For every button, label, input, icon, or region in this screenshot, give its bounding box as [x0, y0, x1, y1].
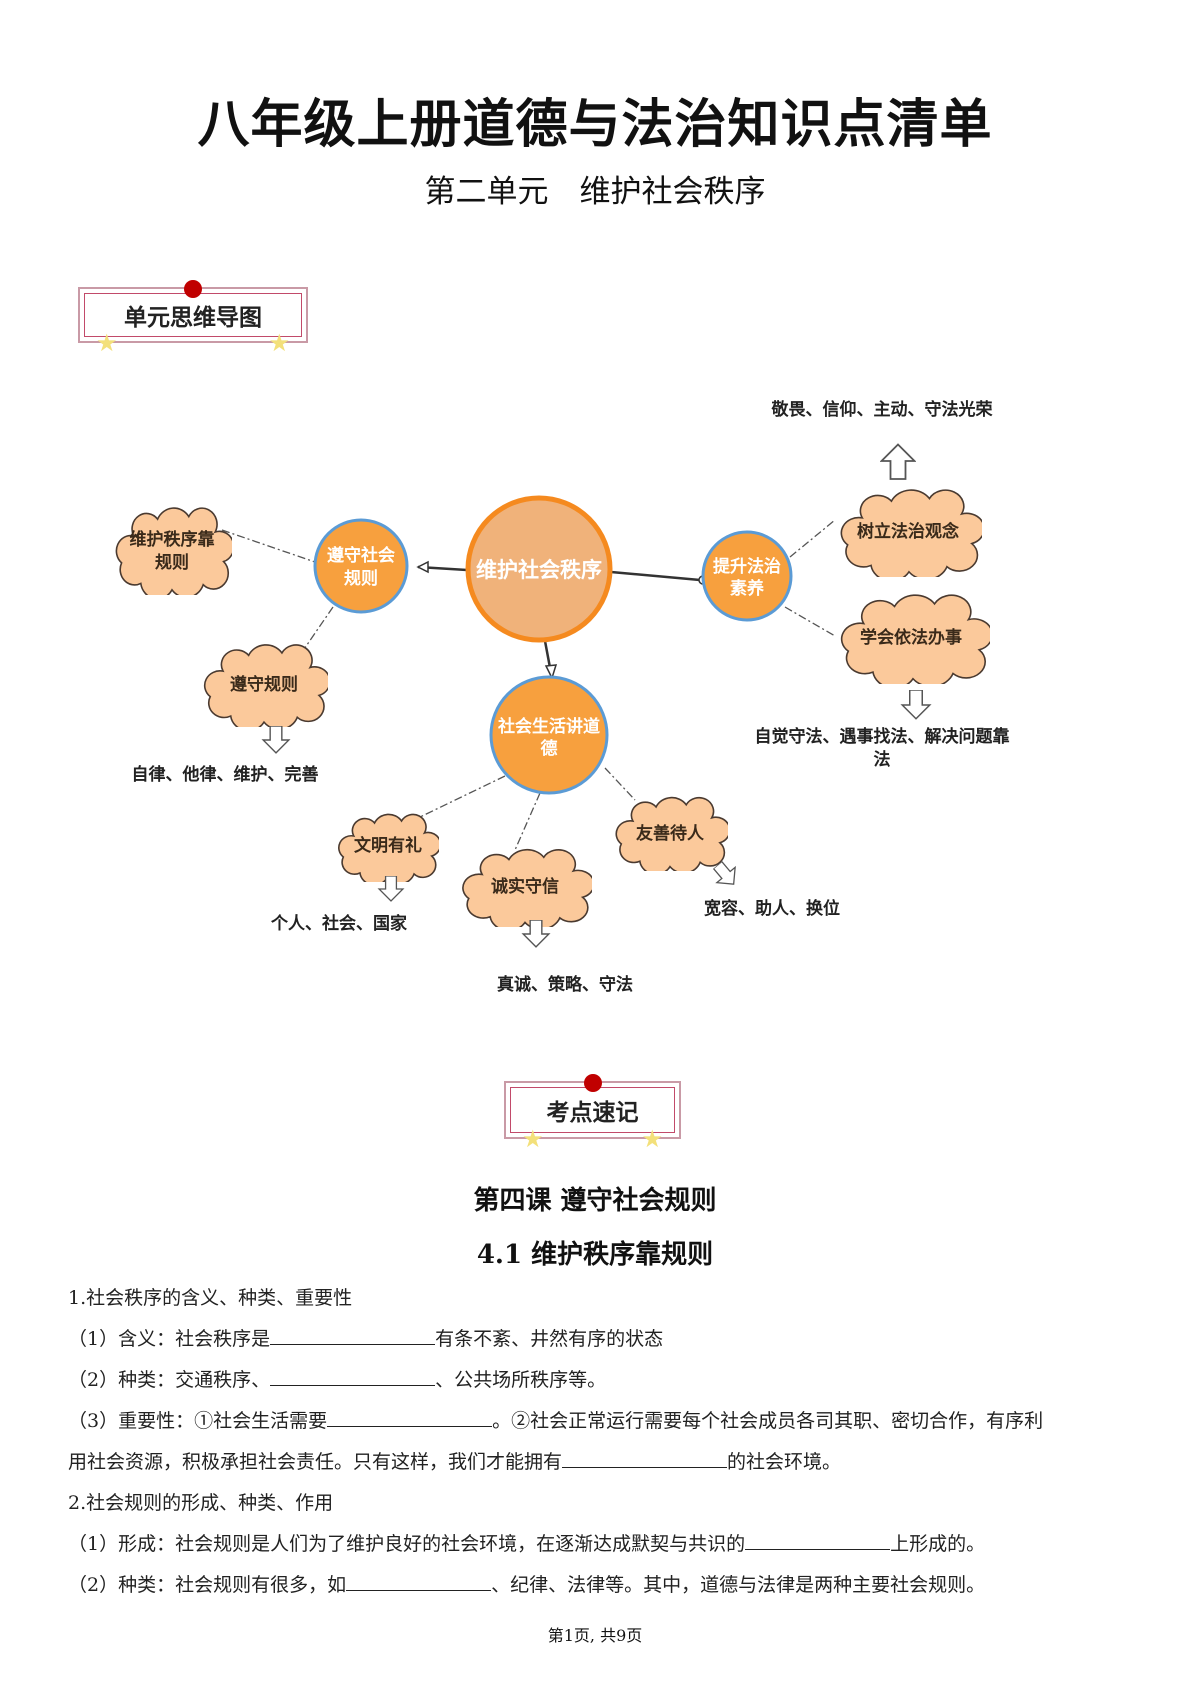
text: （1）含义：社会秩序是: [68, 1328, 271, 1350]
star-icon: ★: [641, 1125, 663, 1153]
cloud-label: 诚实守信: [491, 876, 559, 897]
text: 有条不紊、井然有序的状态: [435, 1328, 664, 1350]
result-text: 宽容、助人、换位: [704, 898, 840, 919]
result-text: 法: [874, 749, 891, 770]
cloud-label: 遵守规则: [230, 674, 298, 695]
notes-badge-label: 考点速记: [546, 1100, 639, 1126]
pin-icon: [184, 280, 202, 298]
line-to-law: [610, 570, 701, 582]
result-text: 自觉守法、遇事找法、解决问题靠: [755, 726, 1010, 747]
arrow-head-icon: [544, 664, 558, 681]
text: 用社会资源，积极承担社会责任。只有这样，我们才能拥有: [68, 1451, 563, 1473]
cloud-label: 维护秩序靠: [130, 529, 215, 550]
fill-blank[interactable]: [270, 1326, 436, 1345]
question-heading: 2.社会规则的形成、种类、作用: [68, 1492, 334, 1514]
node-morality: [489, 675, 609, 795]
fill-blank[interactable]: [346, 1572, 492, 1591]
node-label: 规则: [344, 568, 378, 589]
star-icon: ★: [522, 1125, 544, 1153]
lesson-title: 第四课 遵守社会规则: [473, 1186, 717, 1216]
point-line: （1）含义：社会秩序是 有条不紊、井然有序的状态: [68, 1319, 1120, 1360]
result-text: 自律、他律、维护、完善: [132, 764, 319, 785]
down-arrow-icon: [262, 726, 290, 754]
cloud-label: 文明有礼: [354, 835, 422, 856]
text: 、纪律、法律等。其中，道德与法律是两种主要社会规则。: [491, 1574, 986, 1596]
result-text: 敬畏、信仰、主动、守法光荣: [771, 399, 993, 420]
text: 、公共场所秩序等。: [435, 1369, 607, 1391]
up-arrow-icon: [880, 443, 916, 481]
star-icon: ★: [96, 329, 118, 357]
result-text: 个人、社会、国家: [270, 913, 407, 934]
text: 上形成的。: [890, 1533, 986, 1555]
mindmap-badge-label: 单元思维导图: [124, 305, 262, 331]
connector-line: [789, 519, 836, 558]
fill-blank[interactable]: [562, 1449, 728, 1468]
center-node: [465, 495, 613, 643]
text: （2）种类：交通秩序、: [68, 1369, 271, 1391]
node-obey-rules: [313, 518, 409, 614]
node-label: 社会生活讲道: [497, 716, 600, 737]
pin-icon: [583, 1074, 602, 1092]
point-line: （1）形成：社会规则是人们为了维护良好的社会环境，在逐渐达成默契与共识的 上形成的…: [68, 1524, 1120, 1565]
arrow-head-icon: [416, 560, 429, 574]
center-node-label: 维护社会秩序: [476, 558, 602, 582]
text: 。②社会正常运行需要每个社会成员各司其职、密切合作，有序利: [492, 1410, 1044, 1432]
cloud-label: 学会依法办事: [860, 627, 962, 648]
fill-blank[interactable]: [745, 1531, 891, 1550]
unit-subtitle: 第二单元 维护社会秩序: [424, 174, 766, 210]
node-label: 素养: [730, 578, 765, 599]
notes-badge: 考点速记 ★ ★: [504, 1074, 681, 1151]
point-line: （3）重要性：①社会生活需要 。②社会正常运行需要每个社会成员各司其职、密切合作，…: [68, 1401, 1120, 1442]
point-line: （2）种类：社会规则有很多，如 、纪律、法律等。其中，道德与法律是两种主要社会规则…: [68, 1565, 1120, 1606]
knowledge-points: 1.社会秩序的含义、种类、重要性 （1）含义：社会秩序是 有条不紊、井然有序的状态…: [68, 1278, 1120, 1606]
document-title: 八年级上册道德与法治知识点清单: [197, 95, 993, 155]
result-text: 真诚、策略、守法: [497, 974, 633, 995]
connector-line: [514, 792, 541, 851]
star-icon: ★: [268, 329, 290, 357]
mindmap-badge: 单元思维导图 ★ ★: [78, 280, 308, 355]
cloud-label: 规则: [155, 552, 189, 573]
text: （3）重要性：①社会生活需要: [68, 1410, 328, 1432]
connector-line: [784, 606, 836, 637]
point-line: 用社会资源，积极承担社会责任。只有这样，我们才能拥有 的社会环境。: [68, 1442, 1120, 1483]
down-arrow-icon: [901, 690, 931, 720]
node-label: 遵守社会: [327, 545, 395, 566]
section-title: 4.1 维护秩序靠规则: [476, 1240, 714, 1270]
mind-map: 维护社会秩序 遵守社会 规则 提升法治 素养 社会生活讲道 德 维护秩序靠 规则…: [115, 399, 1010, 995]
node-legal-literacy: [701, 530, 793, 622]
node-label: 提升法治: [713, 556, 781, 577]
point-line: （2）种类：交通秩序、 、公共场所秩序等。: [68, 1360, 1120, 1401]
node-label: 德: [541, 738, 558, 759]
fill-blank[interactable]: [270, 1367, 436, 1386]
cloud-label: 友善待人: [636, 823, 705, 844]
text: （2）种类：社会规则有很多，如: [68, 1574, 347, 1596]
text: 的社会环境。: [727, 1451, 842, 1473]
connector-line: [221, 529, 316, 563]
question-heading: 1.社会秩序的含义、种类、重要性: [68, 1287, 353, 1309]
fill-blank[interactable]: [327, 1408, 493, 1427]
text: （1）形成：社会规则是人们为了维护良好的社会环境，在逐渐达成默契与共识的: [68, 1533, 746, 1555]
cloud-label: 树立法治观念: [857, 521, 959, 542]
page-number: 第1页, 共9页: [547, 1626, 643, 1645]
connector-line: [604, 767, 636, 801]
connector-line: [417, 775, 506, 819]
